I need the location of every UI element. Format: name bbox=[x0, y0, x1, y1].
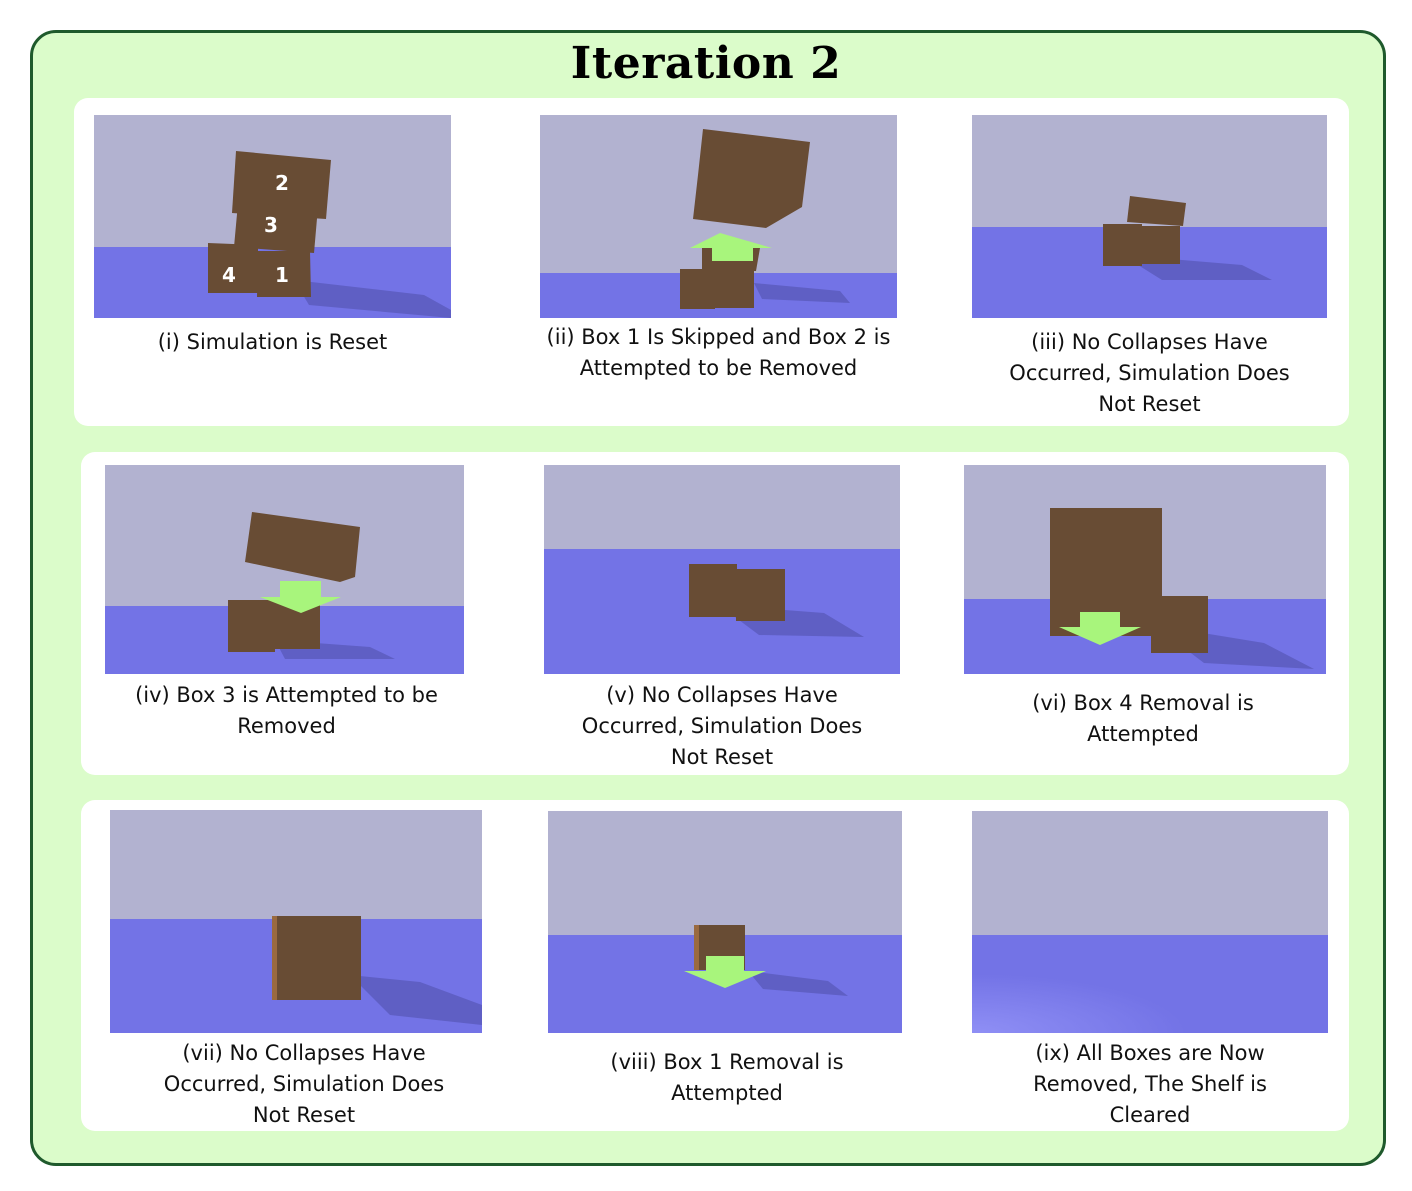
box-2 bbox=[693, 129, 810, 228]
down-arrow bbox=[684, 956, 766, 988]
caption-line: Not Reset bbox=[252, 1103, 356, 1127]
box-label-2: 2 bbox=[275, 171, 289, 195]
box-1-side bbox=[272, 916, 278, 1000]
caption-line: (viii) Box 1 Removal is bbox=[610, 1050, 844, 1074]
caption-line: (i) Simulation is Reset bbox=[157, 330, 388, 354]
caption-line: Removed, The Shelf is bbox=[1033, 1072, 1267, 1096]
up-arrow bbox=[690, 233, 772, 261]
caption-line: Not Reset bbox=[1098, 392, 1201, 416]
box-1-side bbox=[694, 925, 700, 970]
box-4 bbox=[680, 269, 715, 309]
caption-iv: (iv) Box 3 is Attempted to be Removed bbox=[105, 680, 468, 742]
box-1 bbox=[275, 601, 320, 649]
caption-line: Occurred, Simulation Does bbox=[163, 1072, 445, 1096]
box-4 bbox=[208, 243, 258, 293]
caption-line: (iv) Box 3 is Attempted to be bbox=[135, 683, 438, 707]
scene-panel-i: 2 3 4 1 bbox=[94, 115, 451, 318]
box-4 bbox=[1103, 224, 1142, 266]
box-1 bbox=[277, 916, 361, 1000]
box-3 bbox=[1127, 196, 1186, 226]
caption-line: Attempted to be Removed bbox=[579, 356, 858, 380]
caption-line: Occurred, Simulation Does bbox=[1009, 361, 1290, 385]
scene-panel-v bbox=[544, 465, 900, 674]
scene-panel-vi bbox=[964, 465, 1326, 674]
down-arrow bbox=[1059, 612, 1141, 645]
box-label-3: 3 bbox=[264, 213, 278, 237]
scene-panel-iii bbox=[972, 115, 1327, 318]
caption-line: Attempted bbox=[1087, 722, 1199, 746]
caption-line: Cleared bbox=[1109, 1103, 1191, 1127]
caption-v: (v) No Collapses Have Occurred, Simulati… bbox=[528, 680, 916, 773]
scene-panel-ix bbox=[972, 811, 1328, 1033]
box-1 bbox=[736, 569, 785, 621]
box-1 bbox=[1138, 226, 1180, 264]
box-label-1: 1 bbox=[275, 263, 289, 287]
box-4 bbox=[689, 564, 737, 617]
caption-vii: (vii) No Collapses Have Occurred, Simula… bbox=[110, 1038, 498, 1131]
box-3 bbox=[234, 203, 318, 253]
scene-panel-ii bbox=[540, 115, 897, 318]
box-1 bbox=[715, 271, 754, 308]
caption-ii: (ii) Box 1 Is Skipped and Box 2 is Attem… bbox=[520, 322, 917, 384]
caption-iii: (iii) No Collapses Have Occurred, Simula… bbox=[972, 327, 1327, 420]
box-2 bbox=[232, 151, 331, 219]
box-1 bbox=[257, 251, 311, 297]
scene-panel-vii bbox=[110, 810, 482, 1033]
caption-line: (iii) No Collapses Have bbox=[1031, 330, 1268, 354]
caption-vi: (vi) Box 4 Removal is Attempted bbox=[964, 688, 1322, 750]
caption-line: (ii) Box 1 Is Skipped and Box 2 is bbox=[546, 325, 891, 349]
figure-title: Iteration 2 bbox=[570, 38, 842, 89]
scene-panel-viii bbox=[548, 811, 902, 1033]
caption-line: (vi) Box 4 Removal is bbox=[1032, 691, 1254, 715]
caption-line: (vii) No Collapses Have bbox=[182, 1041, 426, 1065]
caption-line: Occurred, Simulation Does bbox=[581, 714, 863, 738]
caption-ix: (ix) All Boxes are Now Removed, The Shel… bbox=[972, 1038, 1328, 1131]
caption-i: (i) Simulation is Reset bbox=[94, 327, 451, 358]
caption-line: Attempted bbox=[671, 1081, 783, 1105]
caption-viii: (viii) Box 1 Removal is Attempted bbox=[548, 1047, 906, 1109]
caption-line: Not Reset bbox=[670, 745, 774, 769]
caption-line: (ix) All Boxes are Now bbox=[1035, 1041, 1265, 1065]
box-label-4: 4 bbox=[222, 263, 236, 287]
caption-line: (v) No Collapses Have bbox=[606, 683, 838, 707]
scene-panel-iv bbox=[105, 465, 464, 674]
box-4 bbox=[228, 600, 275, 652]
box-1 bbox=[1151, 596, 1208, 653]
box-3 bbox=[245, 512, 360, 582]
down-arrow bbox=[260, 581, 341, 613]
caption-line: Removed bbox=[237, 714, 336, 738]
